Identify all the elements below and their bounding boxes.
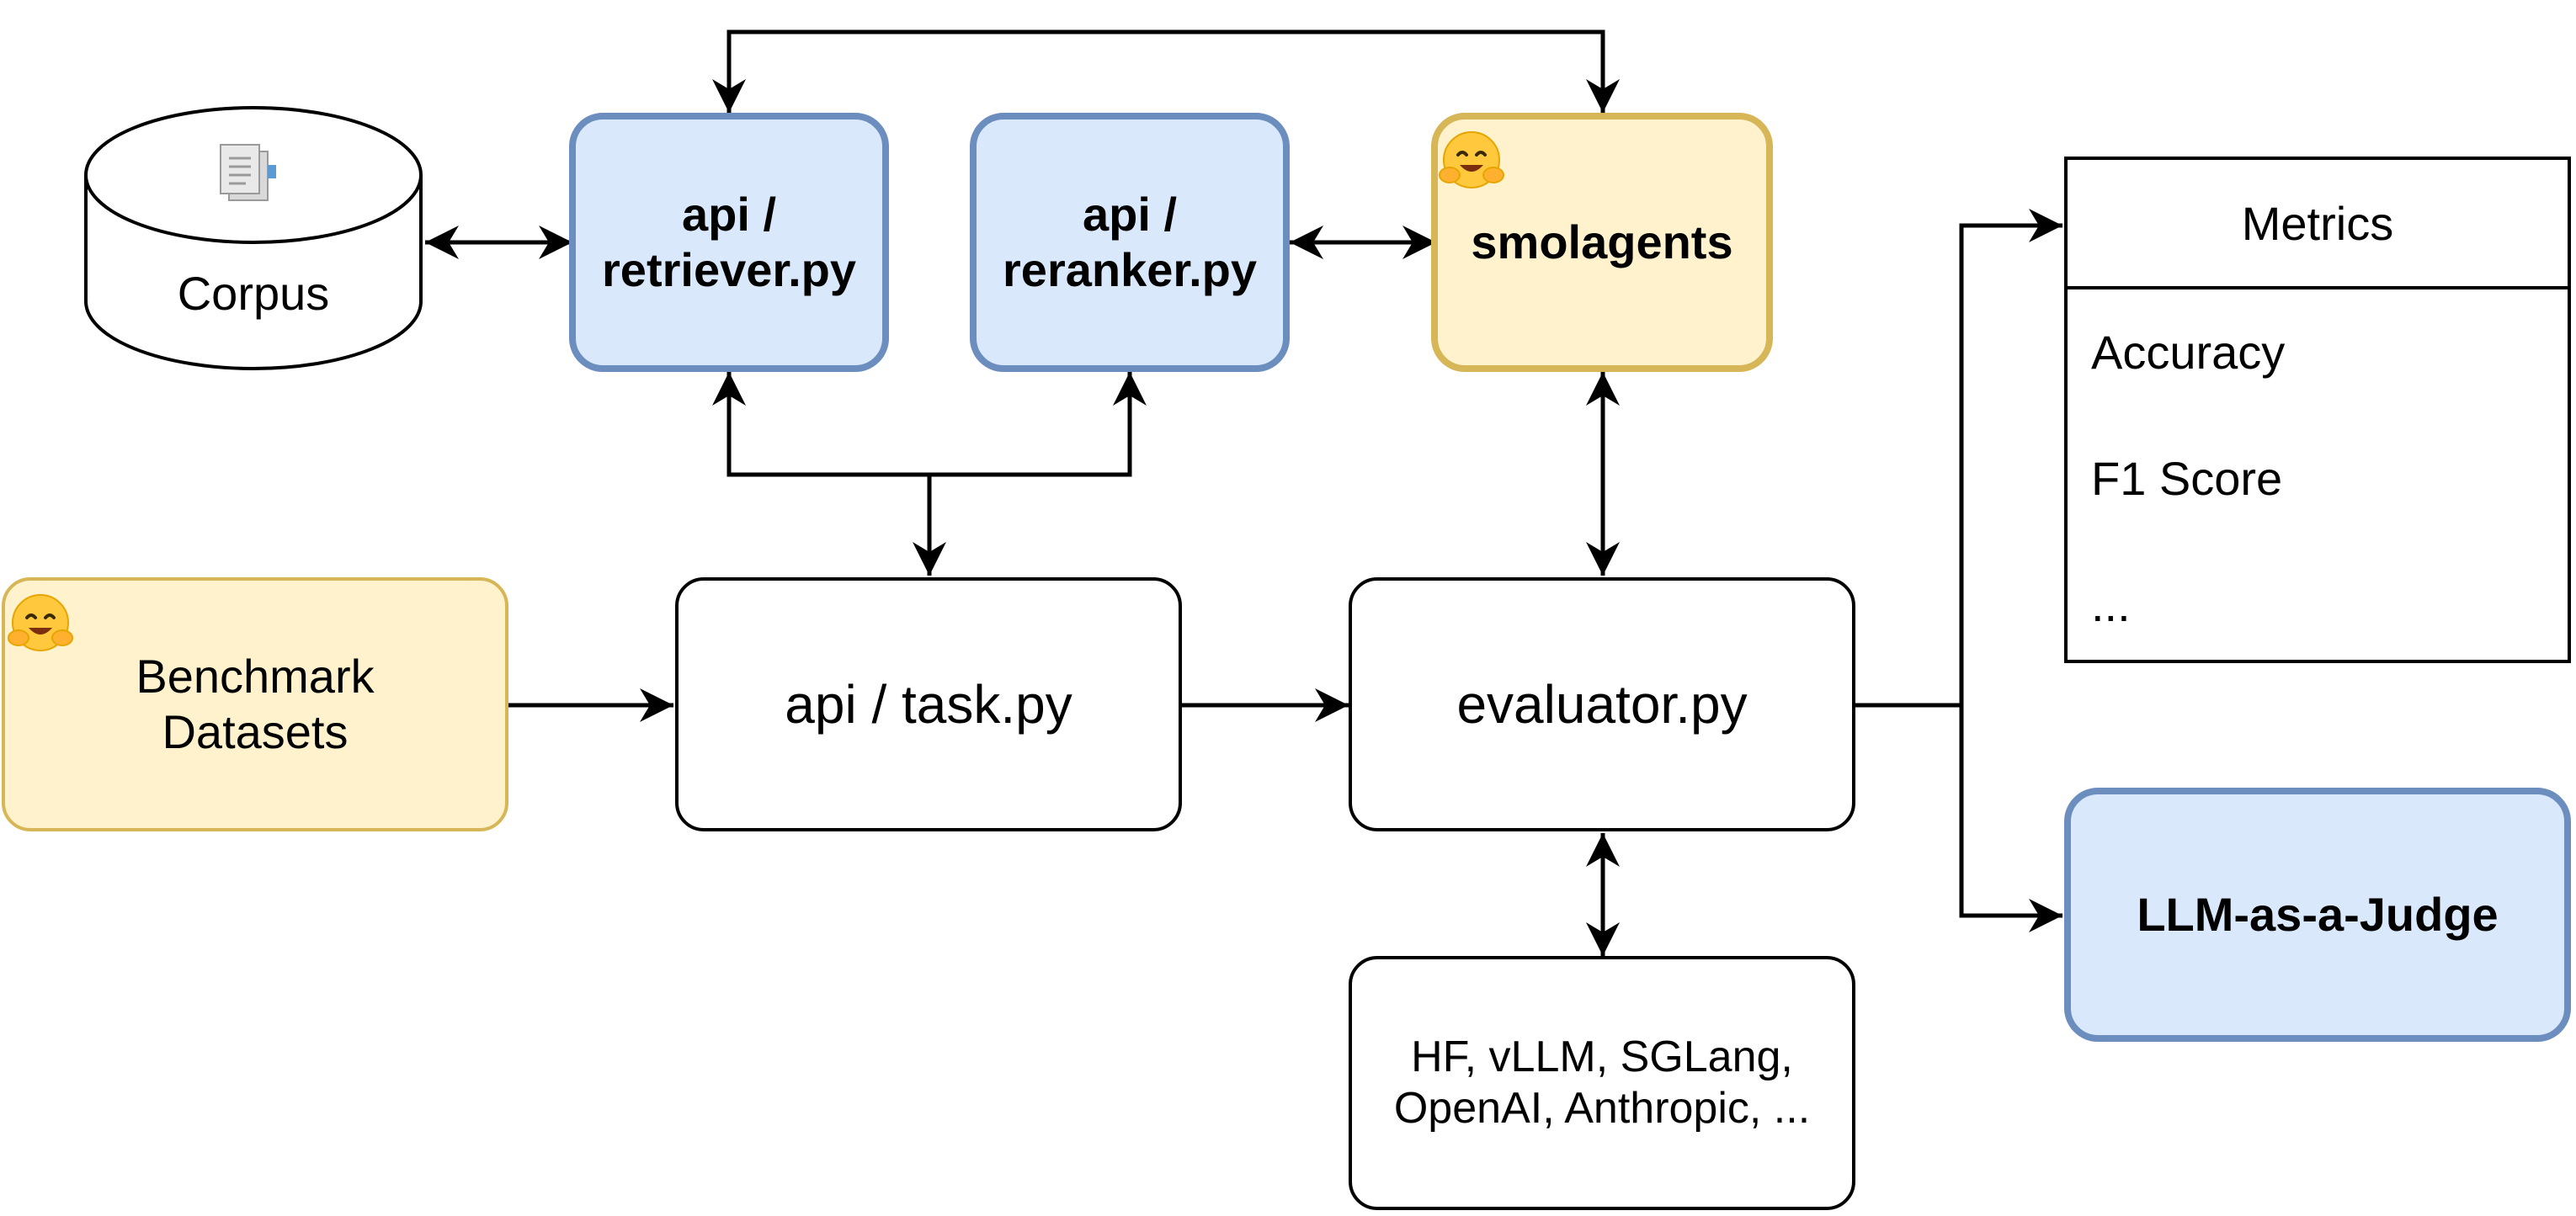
backends-node: HF, vLLM, SGLang, OpenAI, Anthropic, ...	[1349, 956, 1855, 1210]
backends-label: HF, vLLM, SGLang, OpenAI, Anthropic, ...	[1393, 1033, 1811, 1133]
task-node: api / task.py	[675, 577, 1182, 831]
metric-f1-score: F1 Score	[2091, 452, 2283, 505]
arrow-evaluator-judge	[1959, 705, 2062, 932]
benchmark-datasets-node: Benchmark Datasets	[2, 577, 508, 831]
document-icon	[220, 144, 276, 201]
llm-as-a-judge-node: LLM-as-a-Judge	[2064, 788, 2571, 1042]
retriever-label: api / retriever.py	[602, 188, 856, 296]
metric-accuracy: Accuracy	[2091, 326, 2286, 379]
evaluator-label: evaluator.py	[1456, 673, 1748, 735]
arrow-evaluator-metrics	[1855, 209, 2062, 708]
reranker-label: api / reranker.py	[1003, 188, 1257, 296]
hugging-face-icon-smolagents	[1439, 131, 1504, 189]
metric-more: ...	[2091, 578, 2131, 631]
retriever-node: api / retriever.py	[569, 113, 889, 372]
hugging-face-icon-benchmark	[8, 594, 73, 651]
task-label: api / task.py	[785, 673, 1072, 735]
metrics-title: Metrics	[2068, 160, 2568, 289]
evaluator-node: evaluator.py	[1349, 577, 1855, 831]
reranker-node: api / reranker.py	[970, 113, 1290, 372]
arrow-retriever-smolagents-top	[712, 29, 1620, 113]
metrics-panel: Metrics Accuracy F1 Score ...	[2064, 157, 2571, 663]
smolagents-label: smolagents	[1471, 215, 1733, 269]
bracket-retriever-reranker	[712, 372, 1147, 477]
benchmark-label: Benchmark Datasets	[136, 650, 375, 758]
judge-label: LLM-as-a-Judge	[2137, 888, 2499, 942]
corpus-label: Corpus	[177, 267, 330, 320]
